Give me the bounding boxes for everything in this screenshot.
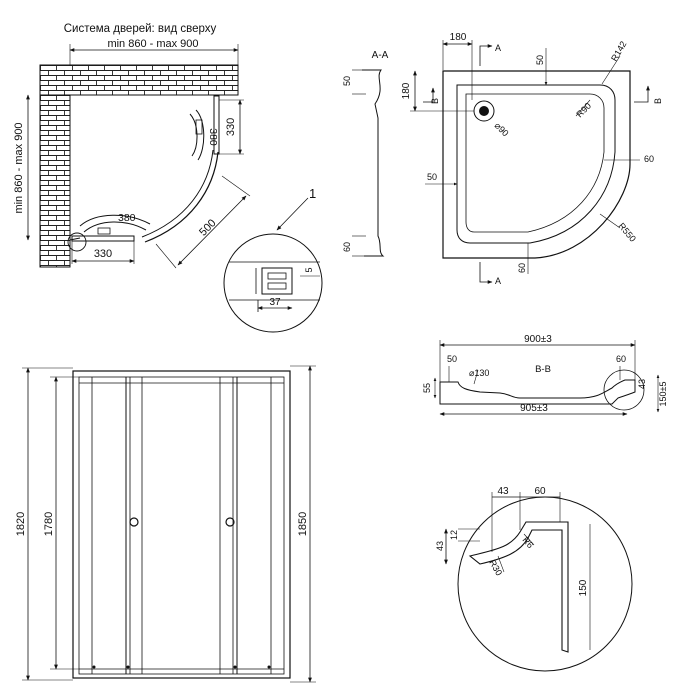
bb-dim-50: 50 (447, 354, 457, 364)
edge-dim-43-top: 43 (497, 486, 509, 497)
dim-380-right: 380 (207, 128, 219, 146)
bb-label: B-B (535, 364, 551, 375)
tray-dim-180-top: 180 (450, 32, 467, 43)
front-dim-1780: 1780 (43, 512, 55, 536)
tray-r90: R90 (574, 101, 593, 120)
edge-dim-12: 12 (449, 530, 459, 540)
cut-b-left: B (430, 98, 440, 104)
bb-dim-43: 43 (637, 379, 647, 389)
section-aa: A-A 50 60 (342, 50, 389, 257)
tray-r550: R550 (616, 221, 637, 244)
section-aa-dim-60: 60 (342, 242, 352, 252)
cut-a-top: A (495, 43, 501, 53)
section-aa-dim-50: 50 (342, 76, 352, 86)
top-view: min 860 - max 900 min 860 - max 900 380 … (13, 38, 251, 269)
cut-b-right: B (653, 98, 663, 104)
front-view: 1820 1780 1850 (15, 365, 316, 683)
edge-dim-60-top: 60 (534, 486, 546, 497)
depth-range-label: min 860 - max 900 (13, 122, 25, 213)
detail-1-callout: 1 (309, 186, 316, 201)
bb-detail-circle (603, 369, 645, 411)
edge-r6: R6 (520, 535, 535, 550)
front-dim-1850: 1850 (297, 512, 309, 536)
tray-dim-60-right: 60 (644, 154, 654, 164)
bb-dim-55: 55 (422, 383, 432, 393)
diagram-title: Система дверей: вид сверху (64, 23, 217, 35)
edge-r30: R30 (487, 558, 504, 577)
left-door-handle (129, 517, 139, 527)
bb-dim-60: 60 (616, 354, 626, 364)
tray-r142: R142 (609, 39, 628, 63)
bb-dim-905: 905±3 (520, 403, 548, 414)
bb-dim-900: 900±3 (524, 334, 552, 345)
tray-dim-50-top: 50 (535, 55, 545, 65)
section-aa-label: A-A (372, 50, 389, 61)
dim-500: 500 (197, 217, 218, 238)
detail-1: 1 5 37 (223, 186, 323, 333)
edge-detail: 43 60 12 43 R6 R30 150 (435, 486, 633, 672)
detail-dim-5: 5 (304, 267, 314, 272)
dim-330-right: 330 (225, 118, 237, 136)
tray-dim-60-bottom: 60 (517, 263, 527, 273)
tray-plan: ⌀90 180 180 50 50 R142 R90 60 R550 60 (401, 32, 663, 286)
drain-label: ⌀90 (493, 120, 511, 138)
cut-a-bottom: A (495, 276, 501, 286)
tray-dim-50-left: 50 (427, 172, 437, 182)
detail-1-marker (67, 232, 87, 252)
edge-dim-150: 150 (578, 579, 589, 596)
width-range-label: min 860 - max 900 (107, 38, 198, 50)
left-wall (39, 94, 71, 268)
right-door-handle (225, 517, 235, 527)
front-dim-1820: 1820 (15, 512, 27, 536)
dim-330-bottom: 330 (94, 248, 112, 260)
bb-dim-150: 150±5 (658, 382, 668, 407)
bb-drain: ⌀130 (469, 368, 489, 378)
top-wall (39, 64, 239, 96)
detail-dim-37: 37 (269, 297, 281, 308)
section-bb: 900±3 B-B 905±3 50 60 55 ⌀130 43 150±5 (422, 334, 668, 416)
edge-dim-43-left: 43 (435, 541, 445, 551)
dim-380-top: 380 (118, 212, 136, 224)
tray-dim-180-left: 180 (401, 82, 412, 99)
